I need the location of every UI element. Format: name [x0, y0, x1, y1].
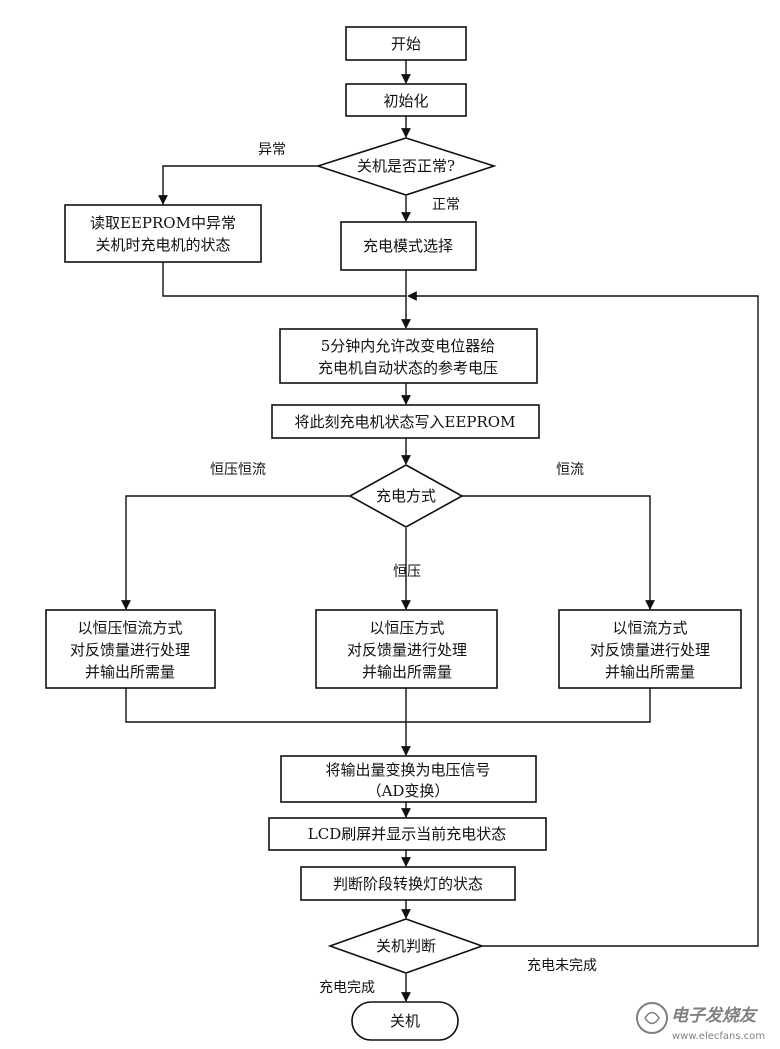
arrow-cc-branch: [462, 495, 655, 610]
node-end-label: 关机: [390, 1012, 420, 1030]
line-read-merge: [162, 262, 406, 297]
node-convert-output-line1: 将输出量变换为电压信号: [325, 761, 490, 779]
edge-label-cc-cv: 恒压恒流: [210, 462, 266, 478]
node-cv-process: 以恒压方式 对反馈量进行处理 并输出所需量: [315, 609, 498, 689]
node-adjust-voltage-line1: 5分钟内允许改变电位器给: [321, 337, 496, 355]
node-init: 初始化: [345, 83, 467, 117]
node-lcd-refresh: LCD刷屏并显示当前充电状态: [268, 817, 547, 851]
arrow-abnormal: [158, 165, 318, 205]
node-read-eeprom-line2: 关机时充电机的状态: [95, 236, 230, 254]
node-cc-cv-process-line1: 以恒压恒流方式: [77, 619, 182, 637]
node-write-eeprom: 将此刻充电机状态写入EEPROM: [271, 404, 540, 439]
node-cc-cv-process: 以恒压恒流方式 对反馈量进行处理 并输出所需量: [45, 609, 216, 689]
arrow-cc-cv-branch: [121, 495, 350, 610]
node-init-label: 初始化: [383, 92, 428, 110]
node-lcd-refresh-label: LCD刷屏并显示当前充电状态: [308, 825, 506, 843]
watermark-logo-icon: [636, 1002, 668, 1034]
node-cv-process-line2: 对反馈量进行处理: [347, 641, 467, 659]
decision-charge-method: 充电方式: [348, 464, 464, 528]
connectors: [121, 60, 759, 1002]
node-cv-process-line1: 以恒压方式: [369, 619, 444, 637]
edge-label-normal: 正常: [432, 197, 460, 213]
node-mode-select-label: 充电模式选择: [363, 237, 453, 255]
node-end: 关机: [351, 1001, 459, 1041]
arrow-loop-not-complete: [407, 291, 759, 947]
decision-charge-method-label: 充电方式: [376, 487, 436, 505]
node-cc-process: 以恒流方式 对反馈量进行处理 并输出所需量: [558, 609, 742, 689]
node-cc-process-line3: 并输出所需量: [605, 663, 695, 681]
edge-label-cv: 恒压: [393, 564, 421, 580]
decision-shutdown-check: 关机是否正常?: [315, 137, 497, 196]
node-cc-process-line2: 对反馈量进行处理: [590, 641, 710, 659]
node-read-eeprom: 读取EEPROM中异常 关机时充电机的状态: [64, 204, 262, 263]
decision-shutdown-judge: 关机判断: [327, 918, 485, 974]
node-cc-process-line1: 以恒流方式: [612, 619, 687, 637]
node-convert-output-line2: （AD变换）: [367, 782, 450, 800]
node-adjust-voltage-line2: 充电机自动状态的参考电压: [318, 359, 498, 377]
edge-label-cc: 恒流: [556, 462, 584, 478]
node-write-eeprom-label: 将此刻充电机状态写入EEPROM: [295, 413, 516, 431]
decision-shutdown-judge-label: 关机判断: [376, 937, 436, 955]
node-start: 开始: [345, 26, 467, 61]
node-adjust-voltage: 5分钟内允许改变电位器给 充电机自动状态的参考电压: [279, 328, 538, 384]
edge-label-complete: 充电完成: [319, 980, 375, 996]
watermark-text: 电子发烧友: [671, 1006, 759, 1026]
node-stage-lights: 判断阶段转换灯的状态: [300, 866, 516, 901]
node-convert-output: 将输出量变换为电压信号 （AD变换）: [280, 755, 537, 803]
watermark-logo-mark-icon: [644, 1011, 660, 1025]
node-mode-select: 充电模式选择: [340, 221, 477, 271]
edge-label-not-complete: 充电未完成: [527, 958, 597, 974]
node-stage-lights-label: 判断阶段转换灯的状态: [333, 875, 483, 893]
node-start-label: 开始: [391, 35, 421, 53]
line-branch-merge: [125, 688, 651, 723]
node-cv-process-line3: 并输出所需量: [362, 663, 452, 681]
node-read-eeprom-line1: 读取EEPROM中异常: [90, 214, 236, 232]
decision-shutdown-check-label: 关机是否正常?: [357, 157, 455, 175]
edge-labels: 异常 正常 恒压恒流 恒压 恒流 充电未完成 充电完成: [210, 142, 597, 996]
watermark-url: www.elecfans.com: [672, 1031, 765, 1042]
watermark: 电子发烧友 www.elecfans.com: [636, 1002, 765, 1042]
node-cc-cv-process-line2: 对反馈量进行处理: [70, 641, 190, 659]
edge-label-abnormal: 异常: [258, 142, 286, 158]
node-cc-cv-process-line3: 并输出所需量: [85, 663, 175, 681]
